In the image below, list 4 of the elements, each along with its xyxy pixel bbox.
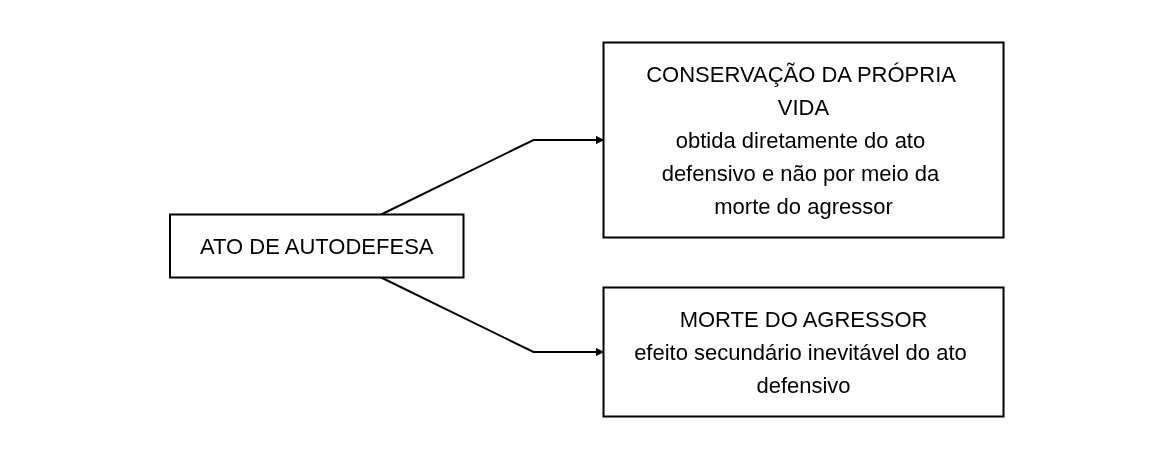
arrow	[379, 135, 604, 216]
node-box: MORTE DO AGRESSOR efeito secundário inevitável do ato defensivo	[602, 286, 1005, 418]
node-box: ATO DE AUTODEFESA	[168, 213, 465, 279]
node-box: CONSERVAÇÃO DA PRÓPRIA VIDA obtida diretamente do ato defensivo e não por meio da morte do agressor	[602, 41, 1005, 239]
